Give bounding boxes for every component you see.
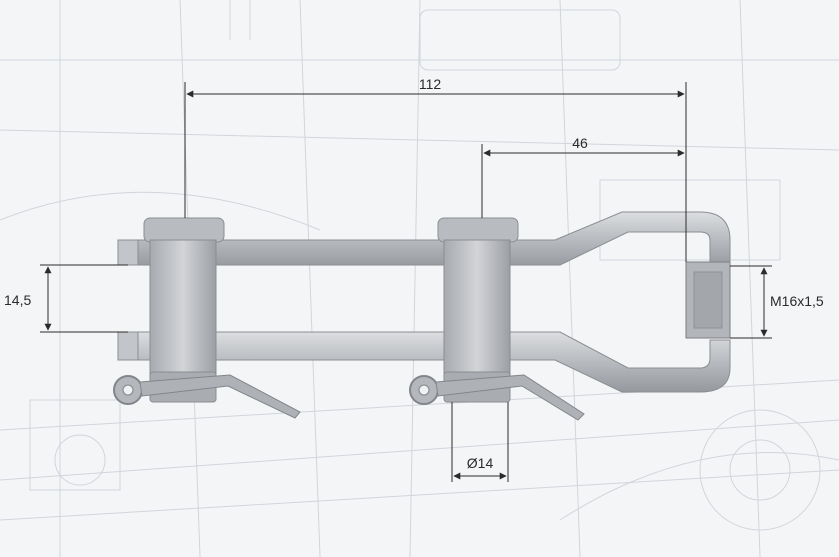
dimension-lines [40, 82, 772, 482]
bushing-right [437, 217, 519, 243]
rail-end-top [117, 239, 139, 266]
cotter-pin-right [409, 374, 585, 421]
dim-label-pin-diameter: Ø14 [467, 455, 494, 471]
bushing-left [143, 217, 225, 243]
cotter-pin-left [113, 374, 301, 419]
rail-end-bottom [117, 331, 139, 361]
dim-label-overall-length: 112 [419, 76, 442, 92]
dim-label-bushing-offset: 46 [572, 135, 588, 151]
bottom-rail [117, 331, 731, 393]
hitch-part [113, 211, 731, 421]
dim-label-thread: M16x1,5 [770, 293, 824, 309]
dim-label-inner-width: 14,5 [4, 292, 31, 308]
